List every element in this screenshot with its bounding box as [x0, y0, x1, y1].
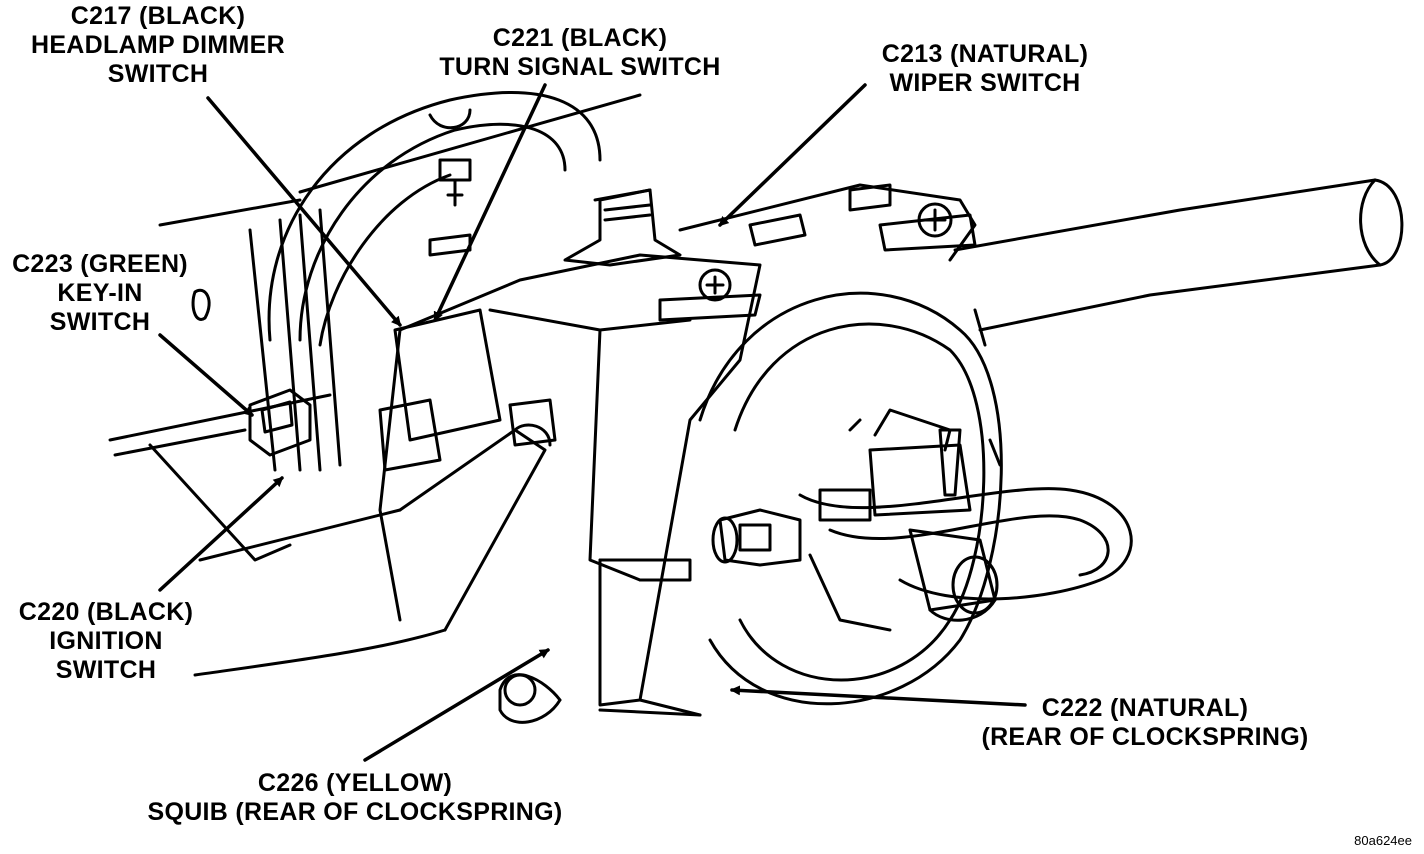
arrow-c223 — [158, 333, 254, 417]
callout-c223-line1: C223 (GREEN) — [12, 250, 188, 278]
arrow-c222 — [730, 685, 1027, 707]
callout-c213-line1: C213 (NATURAL) — [881, 40, 1089, 68]
callout-c222: C222 (NATURAL) (REAR OF CLOCKSPRING) — [960, 694, 1330, 752]
callout-c213-line2: WIPER SWITCH — [889, 69, 1081, 97]
arrow-c220 — [158, 476, 284, 592]
callout-c223: C223 (GREEN) KEY-IN SWITCH — [0, 250, 200, 337]
clockspring-connector — [798, 408, 1133, 632]
switch-housing — [378, 253, 762, 724]
callout-c223-line2: KEY-IN — [57, 279, 143, 307]
wiring-harness — [248, 91, 602, 472]
figure-id: 80a624ee — [1354, 833, 1412, 848]
callout-c226: C226 (YELLOW) SQUIB (REAR OF CLOCKSPRING… — [120, 769, 590, 827]
callout-c226-line2: SQUIB (REAR OF CLOCKSPRING) — [147, 798, 563, 826]
multifunction-stalk — [953, 178, 1404, 347]
callout-c220-line3: SWITCH — [55, 656, 157, 684]
callout-c223-line3: SWITCH — [49, 308, 151, 336]
callout-c222-line1: C222 (NATURAL) — [1041, 694, 1249, 722]
ignition-connector — [378, 308, 557, 472]
callout-c226-line1: C226 (YELLOW) — [257, 769, 453, 797]
key-in-connector — [248, 388, 312, 457]
callout-c220: C220 (BLACK) IGNITION SWITCH — [6, 598, 206, 685]
arrow-c217 — [206, 96, 402, 327]
callout-c217-line1: C217 (BLACK) — [70, 2, 246, 30]
callout-c217-line2: HEADLAMP DIMMER — [30, 31, 286, 59]
callout-c220-line2: IGNITION — [49, 627, 163, 655]
callout-c221-line2: TURN SIGNAL SWITCH — [439, 53, 721, 81]
callout-c220-line1: C220 (BLACK) — [18, 598, 194, 626]
steering-column-shaft — [193, 423, 552, 677]
callout-c217: C217 (BLACK) HEADLAMP DIMMER SWITCH — [18, 2, 298, 89]
callout-c222-line2: (REAR OF CLOCKSPRING) — [981, 723, 1309, 751]
arrow-c213 — [718, 83, 867, 227]
callout-c213: C213 (NATURAL) WIPER SWITCH — [870, 40, 1100, 98]
squib-connector — [711, 508, 802, 567]
callout-c221: C221 (BLACK) TURN SIGNAL SWITCH — [430, 24, 730, 82]
clockspring-disc — [638, 291, 1003, 717]
arrow-c226 — [363, 648, 550, 762]
arrow-c221 — [433, 83, 547, 322]
dash-panel-lines — [108, 93, 642, 562]
callout-c217-line3: SWITCH — [107, 60, 209, 88]
callout-c221-line1: C221 (BLACK) — [492, 24, 668, 52]
